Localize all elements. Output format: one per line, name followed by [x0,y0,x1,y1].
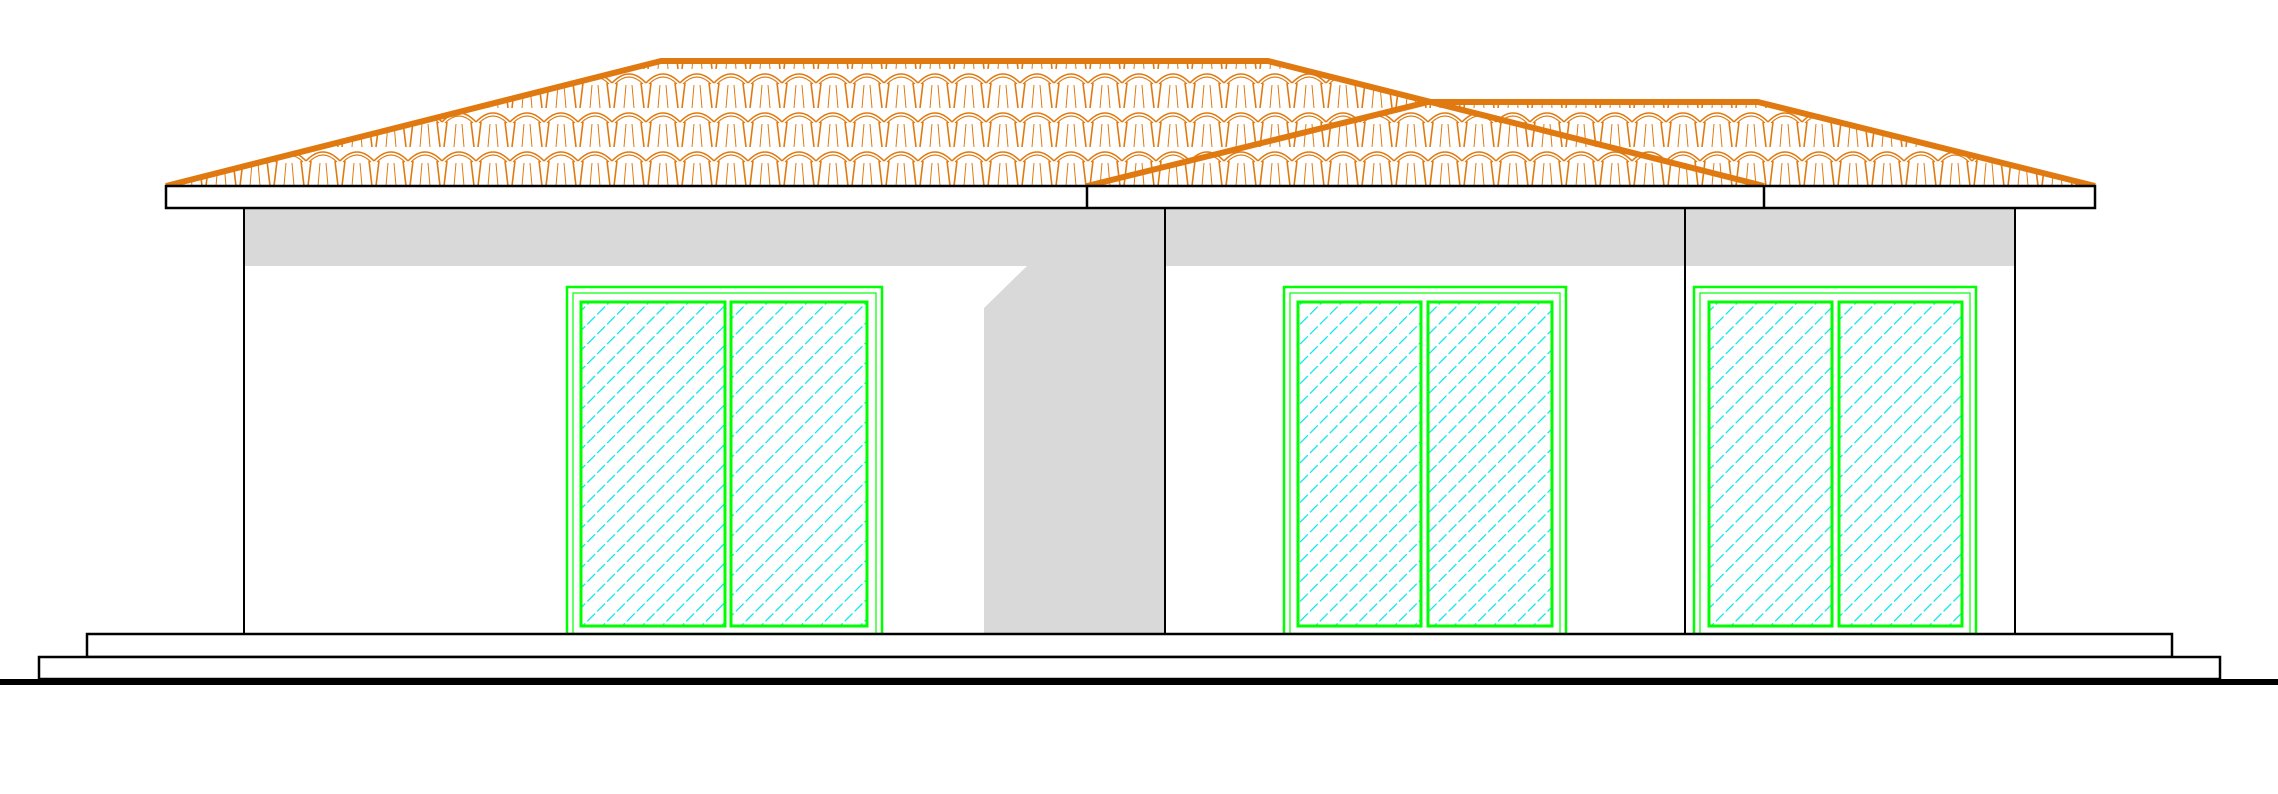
eave-shadow-band [244,208,2015,266]
plinth-lower-step [37,655,2222,681]
pillar-shadow [984,266,1165,634]
glass-pane [1296,300,1423,628]
secondary-roof-outline [1086,99,2096,189]
eave-fascia [164,184,2097,210]
plinth-upper-step [85,632,2174,659]
window-2 [1282,285,1568,636]
ground-line [0,679,2278,685]
glass-pane [1426,300,1554,628]
glass-pane [1837,300,1964,628]
wall-shadows [244,208,2015,634]
plinth [37,632,2222,681]
walls [243,208,2016,634]
tiled-roof [165,58,2096,189]
glass-pane [1707,300,1834,628]
main-roof-outline [165,58,1765,189]
window-1 [565,285,884,636]
glass-pane [729,300,869,628]
window-3 [1692,285,1978,636]
glass-pane [579,300,727,628]
